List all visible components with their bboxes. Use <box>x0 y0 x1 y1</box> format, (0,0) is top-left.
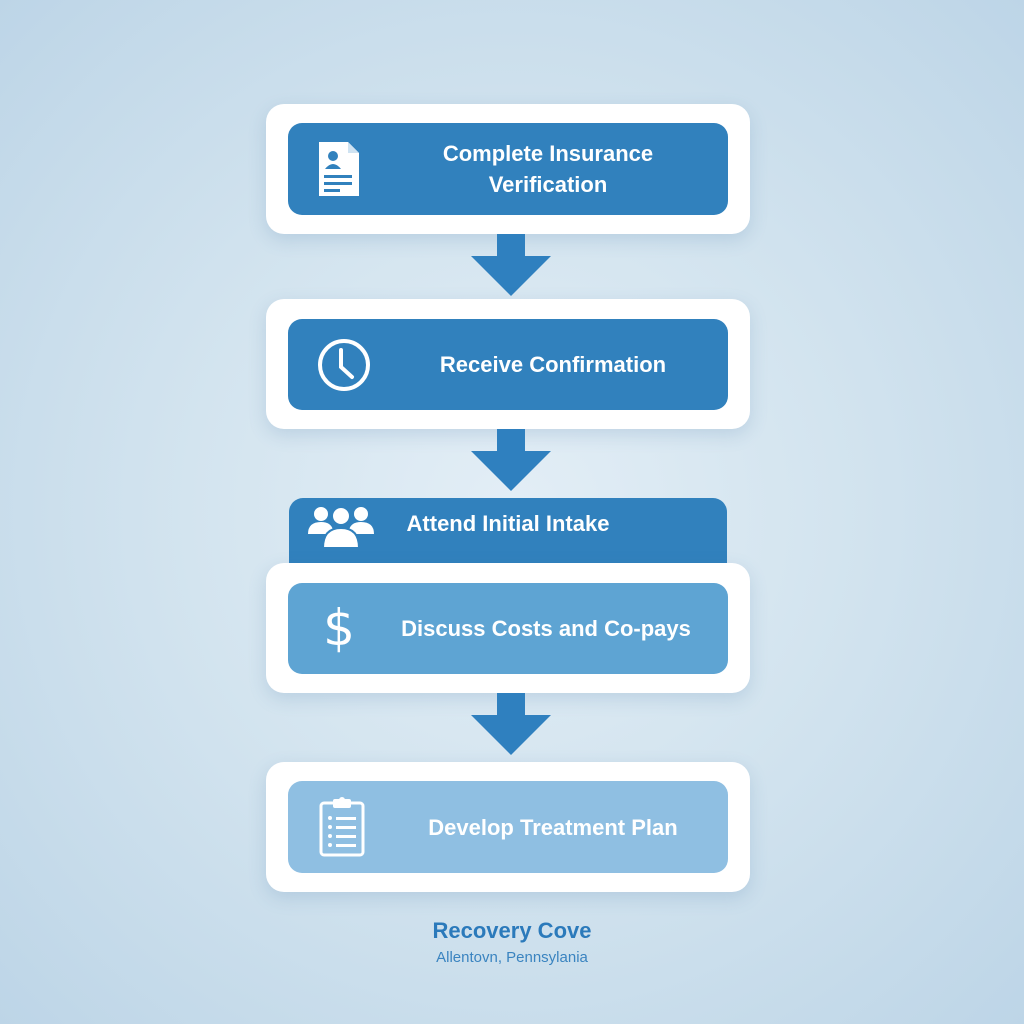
step-label: Complete Insurance Verification <box>442 141 654 197</box>
document-person-icon <box>316 139 362 199</box>
clipboard-icon <box>318 797 366 857</box>
step-card-1: Complete Insurance Verification <box>266 104 750 234</box>
organization-location: Allentovn, Pennsylania <box>436 949 588 966</box>
step-2: Receive Confirmation <box>288 319 728 410</box>
clock-icon <box>316 337 372 393</box>
step-card-5: Develop Treatment Plan <box>266 762 750 892</box>
step-label: Attend Initial Intake <box>406 511 610 536</box>
step-label: Discuss Costs and Co-pays <box>401 616 691 641</box>
down-arrow-icon <box>471 234 551 296</box>
step-label: Receive Confirmation <box>439 352 667 377</box>
group-people-icon <box>307 504 375 548</box>
down-arrow-icon <box>471 693 551 755</box>
organization-name: Recovery Cove <box>432 918 592 943</box>
step-4: $ Discuss Costs and Co-pays <box>288 583 728 674</box>
step-card-4: $ Discuss Costs and Co-pays <box>266 563 750 693</box>
step-5: Develop Treatment Plan <box>288 781 728 873</box>
dollar-icon: $ <box>322 597 356 659</box>
svg-text:$: $ <box>323 599 355 657</box>
down-arrow-icon <box>471 429 551 491</box>
step-1: Complete Insurance Verification <box>288 123 728 215</box>
step-card-2: Receive Confirmation <box>266 299 750 429</box>
step-label: Develop Treatment Plan <box>428 814 678 840</box>
